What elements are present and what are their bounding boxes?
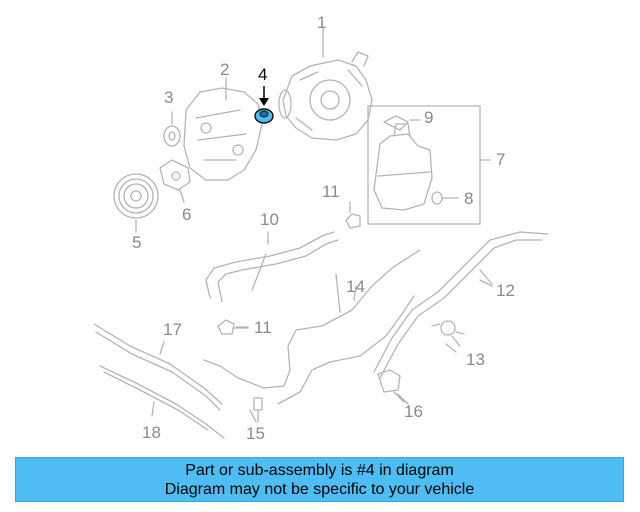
callout-17: 17 — [163, 320, 182, 339]
callout-12: 12 — [496, 281, 515, 300]
callout-9: 9 — [424, 108, 434, 127]
banner-line-disclaimer: Diagram may not be specific to your vehi… — [164, 481, 475, 498]
hose-part-10 — [205, 231, 339, 303]
callout-3: 3 — [164, 88, 174, 107]
callout-11-lower: 11 — [254, 318, 272, 337]
callout-10: 10 — [260, 210, 279, 229]
seal-part-4-highlighted — [254, 86, 274, 124]
parts-diagram — [93, 27, 549, 439]
callout-4: 4 — [258, 65, 268, 84]
valve-part-16 — [377, 369, 405, 403]
callout-16: 16 — [404, 402, 423, 421]
callout-14: 14 — [346, 277, 365, 296]
gasket-part-6 — [159, 159, 191, 203]
line-part-14 — [203, 249, 421, 405]
bushing-part-3 — [163, 111, 181, 147]
callout-11-upper: 11 — [322, 182, 340, 201]
sensor-part-13 — [431, 320, 465, 347]
callout-1: 1 — [317, 13, 327, 32]
clamp-part-15 — [253, 397, 263, 423]
pump-part-1 — [278, 27, 373, 141]
fitting-part-11-lower — [217, 319, 249, 335]
callout-8: 8 — [464, 189, 474, 208]
callout-18: 18 — [142, 423, 161, 442]
rail-part-18 — [99, 365, 225, 439]
callout-2: 2 — [220, 60, 230, 79]
callout-5: 5 — [132, 233, 142, 252]
pulley-part-5 — [113, 173, 159, 233]
fitting-part-11-upper — [345, 201, 361, 229]
rail-part-17 — [93, 323, 223, 411]
callout-7: 7 — [496, 150, 506, 169]
callout-6: 6 — [182, 205, 192, 224]
info-banner: Part or sub-assembly is #4 in diagram Di… — [15, 457, 624, 502]
line-part-12 — [373, 231, 549, 379]
reservoir-assembly-box — [367, 105, 491, 225]
banner-line-part-number: Part or sub-assembly is #4 in diagram — [185, 462, 454, 479]
callout-13: 13 — [466, 350, 485, 369]
callout-15: 15 — [246, 424, 265, 443]
bracket-part-2 — [183, 77, 263, 181]
